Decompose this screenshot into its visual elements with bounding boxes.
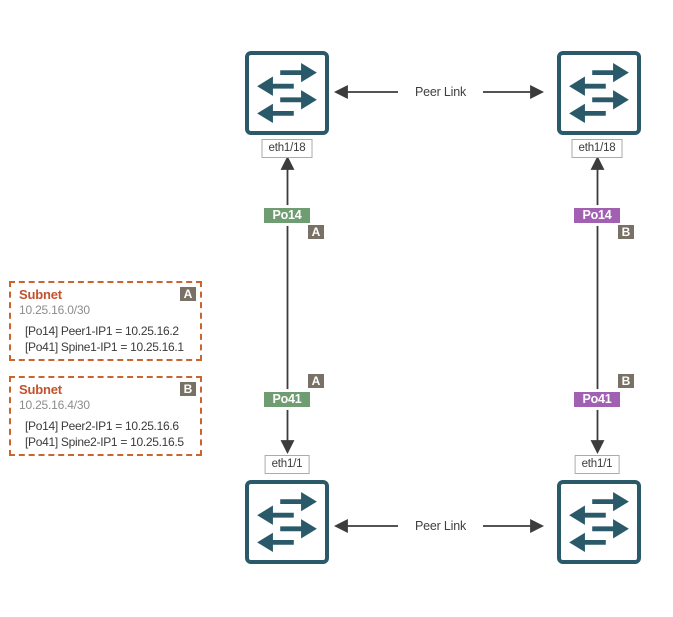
peer-link-top-arrow-right xyxy=(530,85,545,99)
subnet-entry: [Po41] Spine2-IP1 = 10.25.16.5 xyxy=(25,435,184,449)
subnet-badge-a: A xyxy=(306,223,326,241)
subnet-badge-b: B xyxy=(616,372,636,390)
port-channel-po41-right: Po41 xyxy=(572,390,622,409)
port-channel-po41-left: Po41 xyxy=(262,390,312,409)
subnet-box-a: Subnet 10.25.16.0/30 [Po14] Peer1-IP1 = … xyxy=(9,281,202,361)
peer-link-bottom-arrow-left xyxy=(333,519,348,533)
switch-bottom-left xyxy=(245,480,329,564)
subnet-box-b: Subnet 10.25.16.4/30 [Po14] Peer2-IP1 = … xyxy=(9,376,202,456)
interface-label-top-right: eth1/18 xyxy=(571,139,623,158)
switch-icon xyxy=(569,491,629,553)
subnet-entries: [Po14] Peer2-IP1 = 10.25.16.6 [Po41] Spi… xyxy=(25,418,192,450)
switch-top-right xyxy=(557,51,641,135)
switch-top-left xyxy=(245,51,329,135)
subnet-title: Subnet xyxy=(19,382,62,397)
interface-label-bottom-right: eth1/1 xyxy=(574,455,620,474)
subnet-entry: [Po41] Spine1-IP1 = 10.25.16.1 xyxy=(25,340,184,354)
subnet-cidr: 10.25.16.4/30 xyxy=(19,398,90,412)
right-link-arrow-down xyxy=(590,440,605,455)
subnet-entry: [Po14] Peer2-IP1 = 10.25.16.6 xyxy=(25,419,179,433)
port-channel-po14-left: Po14 xyxy=(262,206,312,225)
subnet-badge-a: A xyxy=(178,285,198,303)
peer-link-bottom-label: Peer Link xyxy=(398,518,483,534)
subnet-cidr: 10.25.16.0/30 xyxy=(19,303,90,317)
subnet-badge-b: B xyxy=(616,223,636,241)
left-link-arrow-down xyxy=(280,440,295,455)
subnet-badge-b: B xyxy=(178,380,198,398)
peer-link-top-arrow-left xyxy=(333,85,348,99)
subnet-title: Subnet xyxy=(19,287,62,302)
interface-label-top-left: eth1/18 xyxy=(261,139,313,158)
peer-link-top-label: Peer Link xyxy=(398,84,483,100)
switch-icon xyxy=(257,491,317,553)
right-link-arrow-up xyxy=(590,155,605,170)
port-channel-po14-right: Po14 xyxy=(572,206,622,225)
subnet-entries: [Po14] Peer1-IP1 = 10.25.16.2 [Po41] Spi… xyxy=(25,323,192,355)
switch-icon xyxy=(257,62,317,124)
subnet-badge-a: A xyxy=(306,372,326,390)
peer-link-bottom-arrow-right xyxy=(530,519,545,533)
switch-bottom-right xyxy=(557,480,641,564)
interface-label-bottom-left: eth1/1 xyxy=(264,455,310,474)
subnet-entry: [Po14] Peer1-IP1 = 10.25.16.2 xyxy=(25,324,179,338)
switch-icon xyxy=(569,62,629,124)
left-link-arrow-up xyxy=(280,155,295,170)
